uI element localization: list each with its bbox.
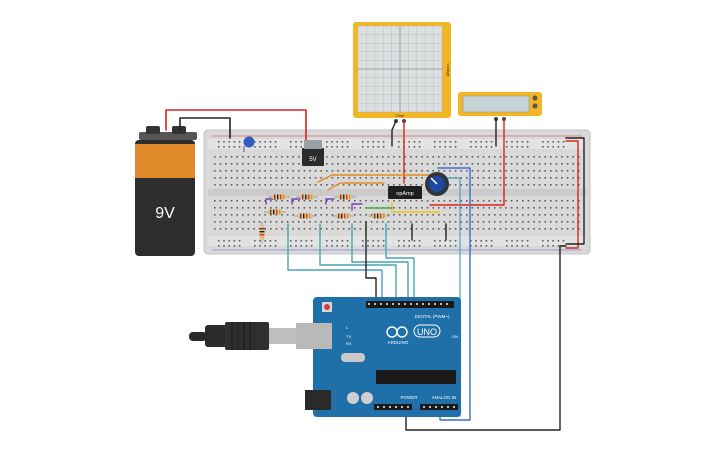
- arduino-model: UNO: [417, 327, 437, 337]
- on-label: ON: [452, 334, 458, 339]
- usb-cable: [189, 322, 297, 350]
- arduino-logo: [386, 326, 408, 338]
- arduino-pins: [368, 303, 455, 408]
- wire-orange-1: [317, 174, 439, 183]
- resistor-2[interactable]: [296, 194, 318, 200]
- resistor-4[interactable]: [264, 209, 286, 215]
- wire-orange-2: [327, 182, 385, 191]
- resistors: [259, 194, 390, 244]
- capacitor-1: [347, 392, 359, 404]
- regulator-label: 5V: [309, 157, 316, 163]
- potentiometer[interactable]: [425, 172, 449, 196]
- resistor-6[interactable]: [332, 213, 354, 219]
- resistor-3[interactable]: [334, 194, 356, 200]
- arduino-brand: ARDUINO: [388, 340, 409, 345]
- power-jack: [305, 390, 331, 410]
- wire-teal-1: [287, 223, 383, 301]
- wire-purple-3: [325, 198, 335, 205]
- wire-scope-probe-1: [391, 120, 397, 147]
- capacitor-2: [361, 392, 373, 404]
- wire-teal-3: [351, 223, 409, 301]
- capacitor[interactable]: [243, 136, 255, 153]
- opamp-chip[interactable]: opAmp: [388, 186, 422, 199]
- wire-black-bottom: [405, 245, 567, 431]
- power-header-label: POWER: [400, 395, 418, 400]
- oscilloscope[interactable]: Time Voltage: [353, 22, 451, 123]
- voltage-regulator[interactable]: 5V: [302, 140, 324, 166]
- wire-yellow-1: [391, 202, 441, 213]
- oscilloscope-x-label: Time: [396, 113, 406, 118]
- wire-rail-red-right: [565, 140, 579, 249]
- resistor-7[interactable]: [368, 213, 390, 219]
- oscilloscope-y-label: Voltage: [446, 63, 451, 77]
- multimeter[interactable]: [458, 92, 542, 121]
- battery-label: 9V: [155, 205, 175, 222]
- analog-header: [420, 404, 458, 410]
- wire-rail-black-right: [565, 137, 585, 245]
- wire-purple-1: [265, 198, 277, 205]
- power-header: [374, 404, 412, 410]
- wire-teal-4: [385, 223, 415, 301]
- usb-jack: [296, 323, 332, 349]
- wire-battery-negative: [179, 117, 231, 139]
- reset-button[interactable]: [324, 304, 330, 310]
- crystal: [341, 353, 365, 362]
- wires: [165, 109, 585, 431]
- digital-header-label: DIGITAL (PWM~): [415, 314, 450, 319]
- wire-battery-positive: [165, 109, 307, 141]
- wire-purple-2: [291, 198, 301, 205]
- l-label: L: [346, 325, 349, 330]
- wire-meter-probe-2: [429, 118, 505, 206]
- wire-purple-4: [351, 203, 363, 211]
- resistor-5[interactable]: [294, 213, 316, 219]
- oscilloscope-grid: [357, 25, 443, 113]
- resistor-1[interactable]: [268, 194, 290, 200]
- battery-9v[interactable]: 9V: [135, 126, 197, 256]
- arduino-uno[interactable]: DIGITAL (PWM~) ON L TX RX ARDUINO UNO PO…: [296, 297, 461, 417]
- wire-teal-2: [319, 223, 397, 301]
- analog-header-label: ANALOG IN: [432, 395, 457, 400]
- wire-black-gnd: [365, 221, 377, 301]
- tx-label: TX: [346, 334, 351, 339]
- rx-label: RX: [346, 341, 352, 346]
- atmega-chip: [376, 370, 456, 384]
- resistor-8[interactable]: [259, 222, 265, 244]
- opamp-label: opAmp: [396, 191, 413, 197]
